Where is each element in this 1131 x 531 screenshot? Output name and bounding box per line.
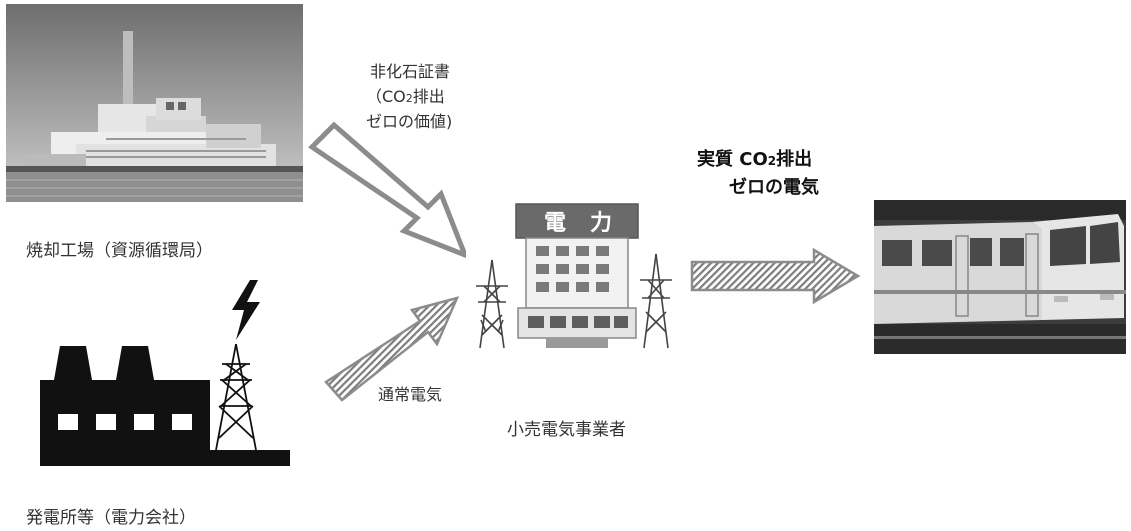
zero-emission-label: 実質 CO2排出 ゼロの電気: [697, 146, 819, 202]
certificate-label-line3: ゼロの価値): [366, 111, 453, 131]
normal-electricity-arrow: [316, 290, 466, 405]
subway-train-photo: [874, 200, 1126, 354]
retailer-illustration: 電 力: [466, 190, 688, 358]
power-pylon-icon: [640, 253, 672, 349]
building-sign-char-2: 力: [590, 211, 612, 236]
certificate-label-line1: 非化石証書: [370, 62, 451, 81]
factory-icon: [36, 340, 292, 472]
power-plant-caption: 発電所等（電力会社）: [26, 508, 196, 528]
certificate-label-line2: （CO2排出: [366, 86, 445, 106]
zero-emission-label-line1: 実質 CO2排出: [697, 149, 813, 170]
incineration-plant-caption: 焼却工場（資源循環局）: [26, 241, 213, 261]
normal-electricity-label: 通常電気: [378, 385, 443, 404]
certificate-label: 非化石証書 （CO2排出 ゼロの価値): [366, 60, 452, 134]
incineration-plant-photo: [6, 4, 303, 202]
lightning-bolt-icon: [226, 280, 266, 342]
retailer-caption: 小売電気事業者: [507, 420, 626, 440]
building-sign-char-1: 電: [544, 211, 566, 236]
zero-emission-label-line2: ゼロの電気: [729, 176, 819, 198]
power-company-building-icon: 電 力: [515, 203, 639, 348]
zero-emission-arrow: [686, 244, 866, 309]
power-pylon-icon: [476, 259, 508, 349]
certificate-arrow: [300, 115, 480, 265]
